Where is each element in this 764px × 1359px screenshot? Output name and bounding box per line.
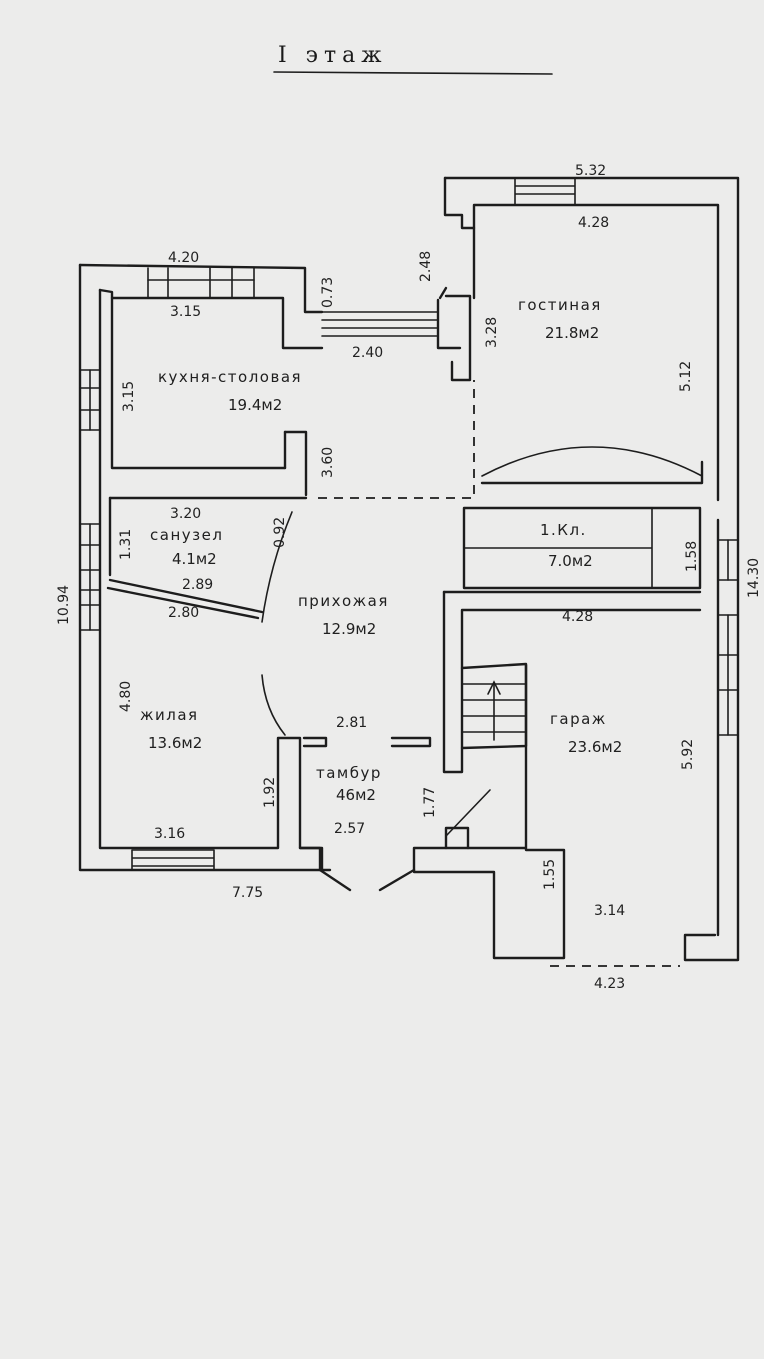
dim-label: 3.15 (121, 381, 137, 412)
dim-label: 3.28 (484, 317, 500, 348)
room-name: гараж (550, 710, 607, 728)
dim-label: 2.89 (182, 577, 213, 593)
dim-label: 1.58 (684, 541, 700, 572)
dim-label: 5.92 (680, 739, 696, 770)
room-name: 1.Кл. (540, 521, 587, 539)
dim-label: 2.57 (334, 821, 365, 837)
room-name: прихожая (298, 592, 389, 610)
dim-label: 4.28 (562, 609, 593, 625)
plan-title: I этаж (278, 43, 388, 68)
dim-label: 1.77 (422, 787, 438, 818)
title-underline (273, 71, 553, 75)
dim-label: 0.73 (320, 277, 336, 308)
room-area: 7.0м2 (548, 552, 593, 570)
dim-label: 3.14 (594, 903, 625, 919)
dim-label: 1.55 (542, 859, 558, 890)
dim-label: 4.20 (168, 250, 199, 266)
dim-label: 2.40 (352, 345, 383, 361)
dim-label: 7.75 (232, 885, 263, 901)
dim-label: 2.80 (168, 605, 199, 621)
room-name: гостиная (518, 296, 602, 314)
room-area: 21.8м2 (545, 324, 599, 342)
dim-label: 4.23 (594, 976, 625, 992)
room-area: 12.9м2 (322, 620, 376, 638)
room-name: санузел (150, 526, 223, 544)
dim-label: 4.28 (578, 215, 609, 231)
room-area: 13.6м2 (148, 734, 202, 752)
room-name: жилая (140, 706, 199, 724)
dim-label: 2.48 (418, 251, 434, 282)
dim-label: 14.30 (746, 558, 762, 598)
room-labels: гостиная 21.8м2 кухня-столовая 19.4м2 са… (140, 296, 622, 804)
room-area: 23.6м2 (568, 738, 622, 756)
room-area: 46м2 (336, 786, 376, 804)
dim-label: 3.60 (320, 447, 336, 478)
dim-label: 5.12 (678, 361, 694, 392)
dim-label: 3.15 (170, 304, 201, 320)
dim-label: 3.20 (170, 506, 201, 522)
dim-label: 5.32 (575, 163, 606, 179)
room-area: 4.1м2 (172, 550, 217, 568)
dim-label: 3.16 (154, 826, 185, 842)
dim-label: 1.31 (118, 529, 134, 560)
room-name: тамбур (316, 764, 382, 782)
dim-label: 10.94 (56, 585, 72, 625)
room-area: 19.4м2 (228, 396, 282, 414)
room-name: кухня-столовая (158, 368, 302, 386)
dim-label: 0.92 (272, 517, 288, 548)
dim-label: 4.80 (118, 681, 134, 712)
walls (78, 176, 740, 967)
dim-label: 2.81 (336, 715, 367, 731)
dim-label: 1.92 (262, 777, 278, 808)
dimension-labels: 5.32 4.28 4.20 2.48 0.73 3.15 3.28 2.40 … (56, 163, 762, 992)
